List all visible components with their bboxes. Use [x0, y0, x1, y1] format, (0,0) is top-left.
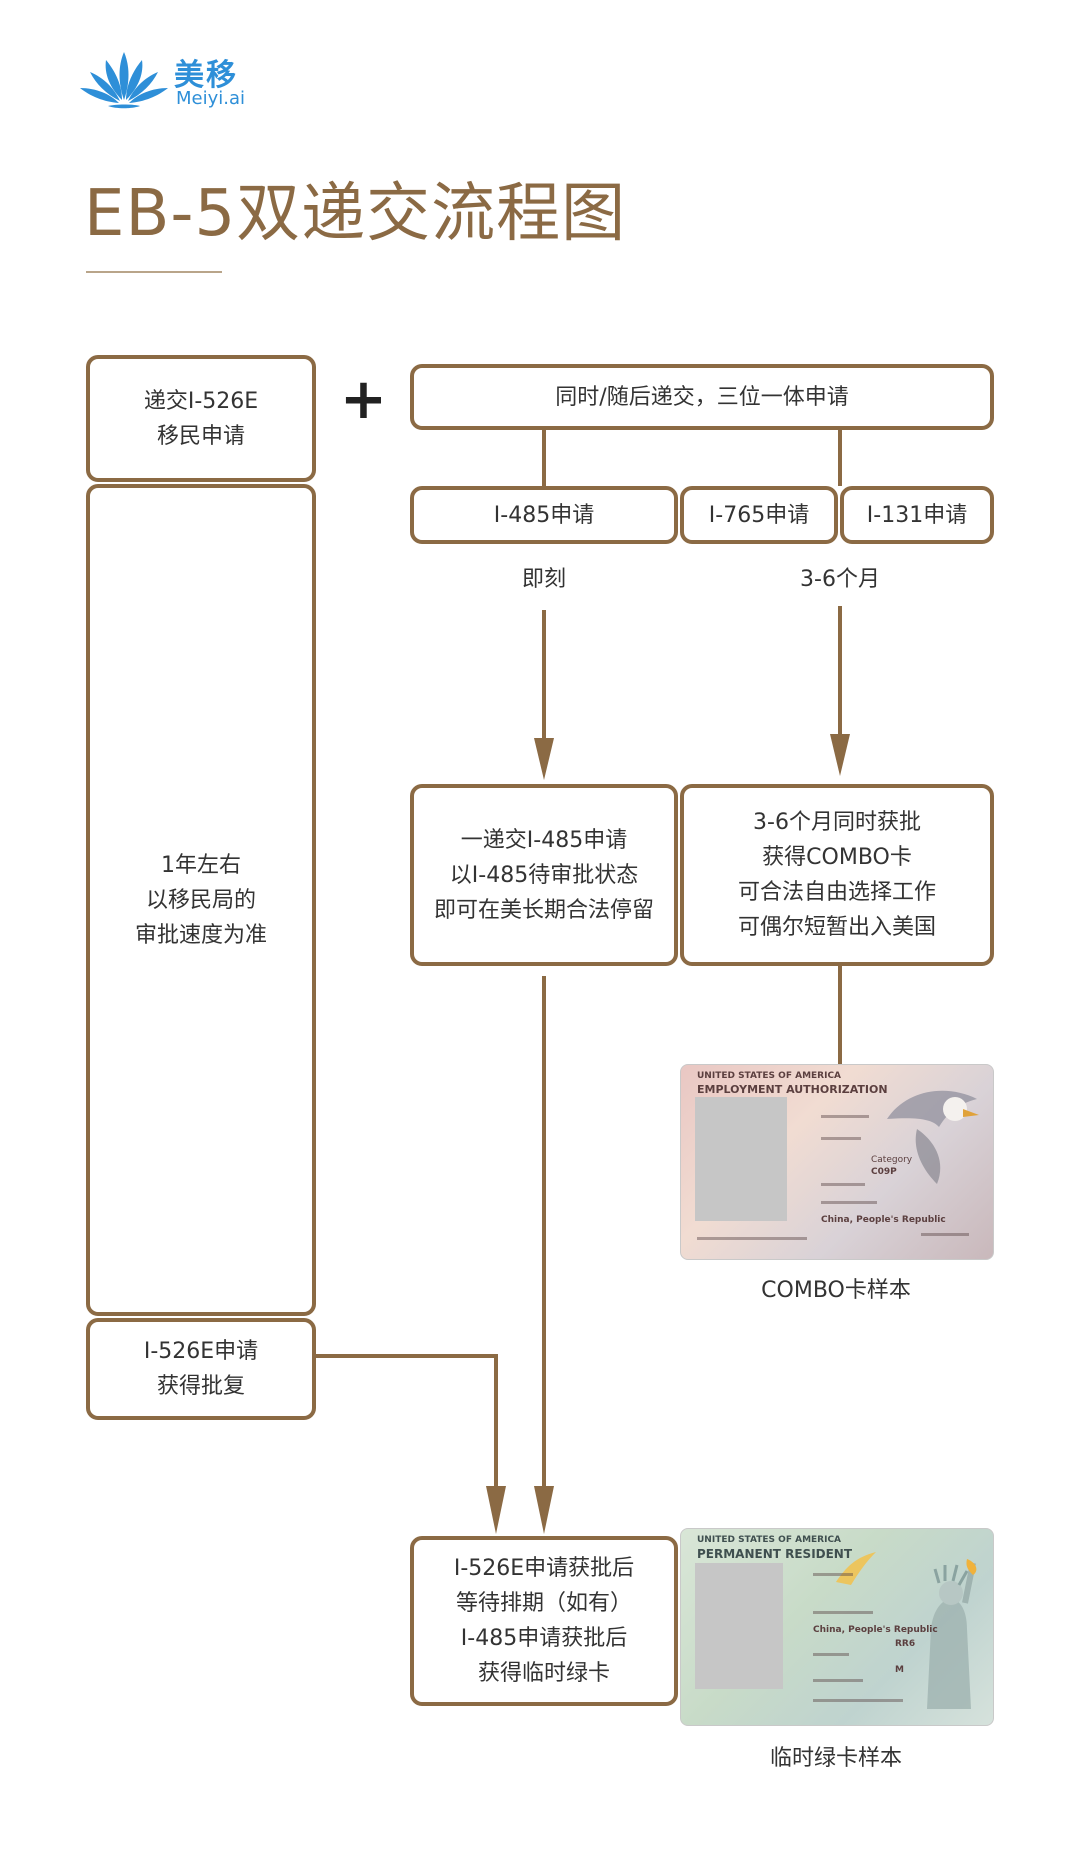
- combo-card-photo: [695, 1097, 787, 1221]
- combo-card-image: UNITED STATES OF AMERICA EMPLOYMENT AUTH…: [680, 1064, 994, 1260]
- i485-pending-box: 一递交I-485申请 以I-485待审批状态 即可在美长期合法停留: [410, 784, 678, 966]
- connector-line: [838, 430, 842, 486]
- processing-time-line1: 1年左右: [161, 852, 241, 878]
- green-card-text-line: [813, 1611, 873, 1614]
- label-3-6-months: 3-6个月: [800, 567, 880, 592]
- page-title: EB-5双递交流程图: [84, 177, 627, 251]
- combo-card-birth-country: China, People's Republic: [821, 1215, 946, 1225]
- green-card-header1: UNITED STATES OF AMERICA: [697, 1535, 842, 1545]
- combo-approval-line3: 可合法自由选择工作: [737, 880, 936, 905]
- torch-flame-icon: [836, 1552, 876, 1585]
- submit-i526e-line2: 移民申请: [156, 423, 245, 449]
- processing-time-line2: 以移民局的: [145, 887, 256, 913]
- green-card-caption: 临时绿卡样本: [769, 1746, 902, 1771]
- temporary-green-card-box: I-526E申请获批后 等待排期（如有） I-485申请获批后 获得临时绿卡: [410, 1536, 678, 1706]
- i485-pending-line1: 一递交I-485申请: [460, 827, 628, 853]
- statue-of-liberty-icon: [927, 1559, 977, 1709]
- i526e-approved-line1: I-526E申请: [143, 1339, 259, 1364]
- final-line1: I-526E申请获批后: [453, 1556, 635, 1581]
- arrow-i526e-to-final: [316, 1354, 498, 1488]
- final-line3: I-485申请获批后: [460, 1626, 628, 1651]
- submit-i526e-box: 递交I-526E 移民申请: [86, 355, 316, 482]
- concurrent-filing-box: 同时/随后递交，三位一体申请: [410, 364, 994, 430]
- connector-line: [542, 430, 546, 486]
- i526e-approved-line2: 获得批复: [156, 1374, 245, 1399]
- green-card-text-line: [813, 1653, 849, 1656]
- green-card-birth-country: China, People's Republic: [813, 1625, 938, 1635]
- combo-card-text-line: [921, 1233, 969, 1236]
- i765-application-box: I-765申请: [680, 486, 838, 544]
- combo-card-text-line: [821, 1137, 861, 1140]
- arrow-i526e-to-final-head: [486, 1486, 506, 1534]
- combo-card-text-line: [697, 1237, 807, 1240]
- combo-card-text-line: [821, 1201, 877, 1204]
- combo-approval-line4: 可偶尔短暂出入美国: [737, 915, 936, 940]
- arrow-months-head: [830, 734, 850, 776]
- final-line4: 获得临时绿卡: [477, 1661, 610, 1686]
- i485-application-box: I-485申请: [410, 486, 678, 544]
- arrow-i485-to-final-head: [534, 1486, 554, 1534]
- final-line2: 等待排期（如有）: [455, 1591, 632, 1616]
- green-card-text-line: [813, 1679, 863, 1682]
- submit-i526e-line1: 递交I-526E: [143, 388, 259, 414]
- combo-card-category-label: Category: [871, 1155, 913, 1165]
- label-immediate: 即刻: [521, 567, 566, 592]
- combo-card-category: C09P: [871, 1167, 897, 1177]
- green-card-photo: [695, 1563, 783, 1689]
- processing-time-line3: 审批速度为准: [134, 922, 267, 948]
- title-underline: [86, 271, 222, 273]
- combo-approval-box: 3-6个月同时获批 获得COMBO卡 可合法自由选择工作 可偶尔短暂出入美国: [680, 784, 994, 966]
- plus-icon: +: [340, 367, 387, 432]
- logo: [78, 48, 170, 110]
- combo-card-text-line: [821, 1183, 865, 1186]
- combo-approval-line1: 3-6个月同时获批: [753, 810, 921, 835]
- green-card-header2: PERMANENT RESIDENT: [697, 1547, 853, 1561]
- combo-card-text-line: [821, 1115, 869, 1118]
- i765-application-label: I-765申请: [708, 502, 810, 528]
- green-card-image: UNITED STATES OF AMERICA PERMANENT RESID…: [680, 1528, 994, 1726]
- combo-card-header2: EMPLOYMENT AUTHORIZATION: [697, 1083, 888, 1096]
- brand-name-cn: 美移: [174, 58, 238, 93]
- arrow-immediate-head: [534, 738, 554, 780]
- combo-card-caption: COMBO卡样本: [761, 1278, 911, 1303]
- concurrent-filing-label: 同时/随后递交，三位一体申请: [555, 384, 849, 410]
- i485-pending-line2: 以I-485待审批状态: [449, 862, 639, 888]
- eagle-icon: [887, 1090, 979, 1184]
- brand-name-en: Meiyi.ai: [176, 88, 246, 109]
- processing-time-box: 1年左右 以移民局的 审批速度为准: [86, 484, 316, 1316]
- i485-application-label: I-485申请: [493, 502, 595, 528]
- i485-pending-line3: 即可在美长期合法停留: [433, 897, 654, 923]
- i526e-approved-box: I-526E申请 获得批复: [86, 1318, 316, 1420]
- i131-application-box: I-131申请: [840, 486, 994, 544]
- combo-card-header1: UNITED STATES OF AMERICA: [697, 1071, 842, 1081]
- combo-approval-line2: 获得COMBO卡: [762, 845, 912, 870]
- lotus-logo-icon: [80, 52, 168, 109]
- green-card-sex: M: [895, 1665, 904, 1675]
- green-card-category: RR6: [895, 1639, 916, 1649]
- i131-application-label: I-131申请: [866, 502, 968, 528]
- green-card-text-line: [813, 1573, 853, 1576]
- green-card-text-line: [813, 1699, 903, 1702]
